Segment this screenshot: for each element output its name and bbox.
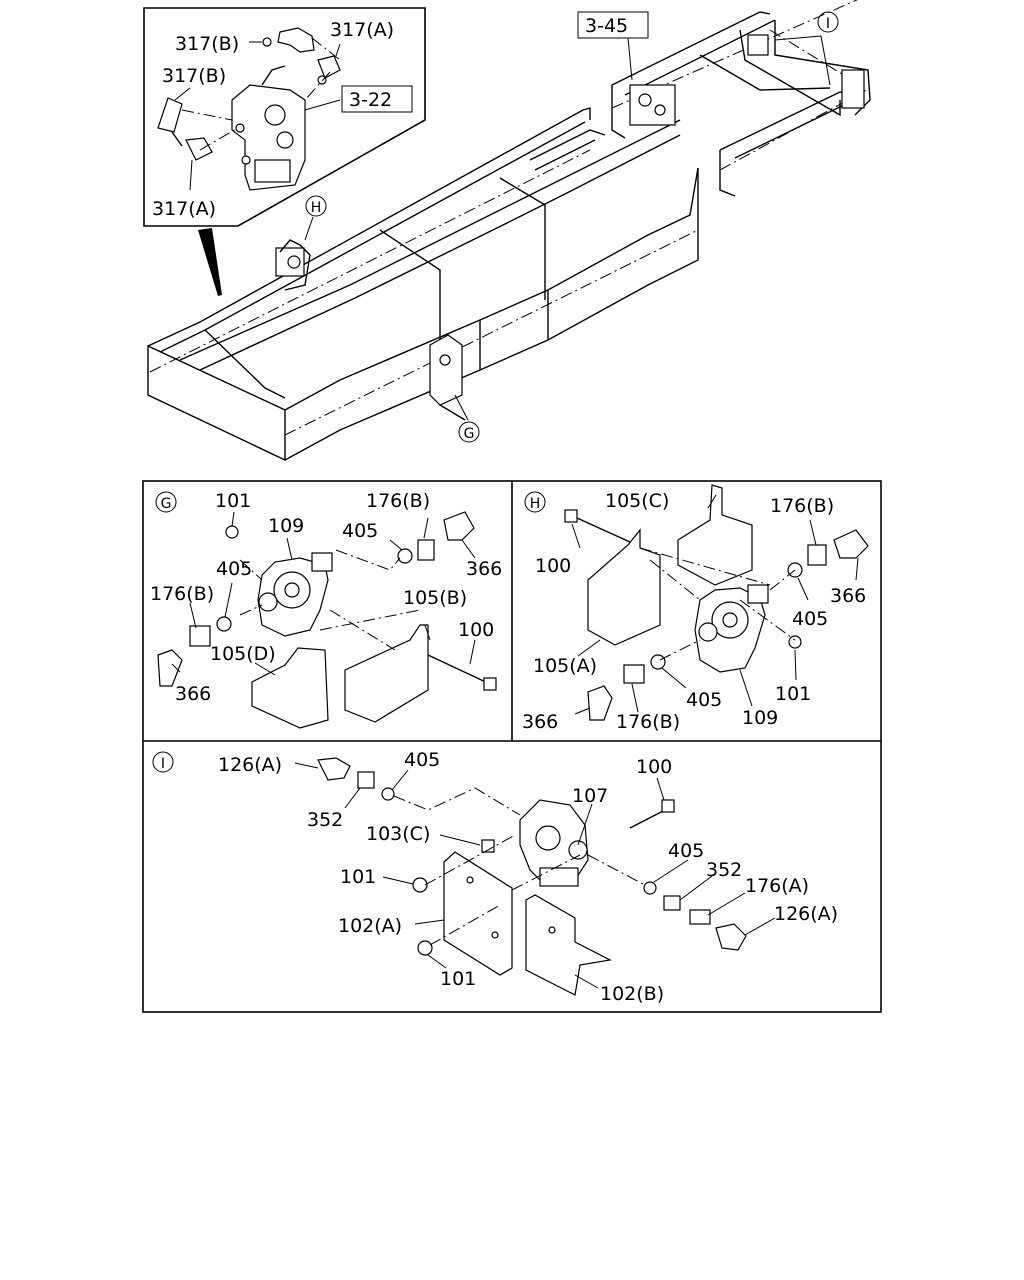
panel-i-label-126a-1: 126(A) <box>218 754 282 776</box>
leader-h <box>304 216 314 241</box>
panel-h-label-109: 109 <box>742 707 778 729</box>
inset-label-317b-2: 317(B) <box>162 65 226 87</box>
panel-g-marker: G <box>161 496 172 512</box>
inset-label-317a-2: 317(A) <box>152 198 216 220</box>
panel-h-label-105c: 105(C) <box>605 490 669 512</box>
panel-h-label-176b-2: 176(B) <box>616 711 680 733</box>
valve-location-h <box>275 239 311 291</box>
panel-i-marker-circle <box>152 751 174 773</box>
marker-i-label: I <box>826 16 830 32</box>
panel-i-label-101-2: 101 <box>440 968 476 990</box>
panel-i: I <box>152 751 776 996</box>
panel-g-label-176b-1: 176(B) <box>366 490 430 512</box>
panel-g-label-405-2: 405 <box>216 558 252 580</box>
panel-h-label-405-2: 405 <box>686 689 722 711</box>
inset-label-317b-1: 317(B) <box>175 33 239 55</box>
panel-g-label-105b: 105(B) <box>403 587 467 609</box>
panel-g-label-176b-2: 176(B) <box>150 583 214 605</box>
ref-box-3-45 <box>577 11 649 39</box>
ref-box-3-22 <box>341 85 413 113</box>
panel-i-label-352-2: 352 <box>706 859 742 881</box>
panel-g-marker-circle <box>155 491 177 513</box>
marker-g-label: G <box>464 426 475 442</box>
panel-g: G <box>155 491 497 729</box>
panel-h-label-100: 100 <box>535 555 571 577</box>
panel-i-label-100: 100 <box>636 756 672 778</box>
panel-i-label-405-2: 405 <box>668 840 704 862</box>
panel-h-label-405-1: 405 <box>792 608 828 630</box>
panel-i-label-102a: 102(A) <box>338 915 402 937</box>
marker-h-circle <box>305 195 327 217</box>
inset-label-317a-1: 317(A) <box>330 19 394 41</box>
panel-i-label-352-1: 352 <box>307 809 343 831</box>
panel-h-marker: H <box>530 496 541 512</box>
panel-h: H <box>524 484 869 721</box>
panel-g-label-366-2: 366 <box>175 683 211 705</box>
marker-h-label: H <box>311 200 322 216</box>
ref-box-3-22-label: 3-22 <box>349 89 392 111</box>
panel-i-label-405-1: 405 <box>404 749 440 771</box>
panel-g-label-100: 100 <box>458 619 494 641</box>
panel-i-label-103c: 103(C) <box>366 823 430 845</box>
valve-location-g <box>429 334 466 421</box>
panel-h-marker-circle <box>524 491 546 513</box>
chassis-frame <box>147 0 871 462</box>
panel-i-label-102b: 102(B) <box>600 983 664 1005</box>
ref-box-3-45-label: 3-45 <box>585 15 628 37</box>
panel-g-label-101: 101 <box>215 490 251 512</box>
panel-h-label-366-2: 366 <box>522 711 558 733</box>
valve-location-rear <box>629 34 865 126</box>
panel-g-label-105d: 105(D) <box>210 643 276 665</box>
panel-i-label-126a-2: 126(A) <box>774 903 838 925</box>
panel-g-label-109: 109 <box>268 515 304 537</box>
panel-h-label-176b-1: 176(B) <box>770 495 834 517</box>
marker-g-circle <box>458 421 480 443</box>
panel-i-label-107: 107 <box>572 785 608 807</box>
leader-3-45 <box>627 37 633 81</box>
panel-h-label-366-1: 366 <box>830 585 866 607</box>
marker-i-circle <box>817 11 839 33</box>
panel-g-label-405-1: 405 <box>342 520 378 542</box>
inset-detail <box>143 7 426 227</box>
panel-i-label-101-1: 101 <box>340 866 376 888</box>
inset-pointer <box>198 228 222 296</box>
panel-i-marker: I <box>161 756 165 772</box>
panel-g-label-366-1: 366 <box>466 558 502 580</box>
leader-g <box>454 394 469 421</box>
panel-h-label-105a: 105(A) <box>533 655 597 677</box>
leader-i <box>774 35 831 86</box>
panel-h-label-101: 101 <box>775 683 811 705</box>
panel-i-label-176a: 176(A) <box>745 875 809 897</box>
